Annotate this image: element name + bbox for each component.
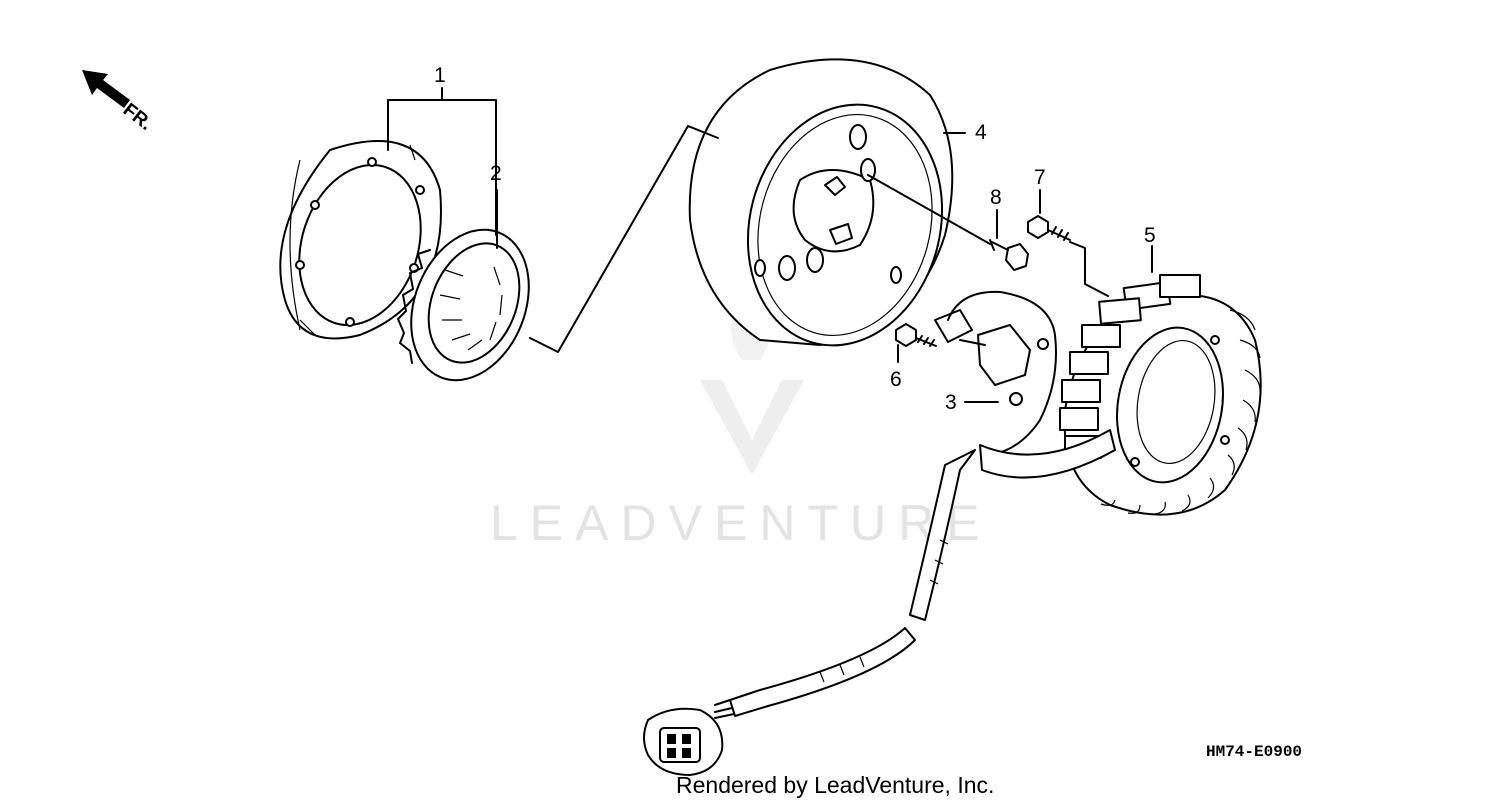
footer-credit: Rendered by LeadVenture, Inc. bbox=[676, 772, 994, 798]
part-6-bolt bbox=[895, 323, 937, 347]
front-direction-indicator: FR. bbox=[82, 70, 156, 135]
watermark-text: LEADVENTURE bbox=[490, 495, 992, 551]
part-8-bolt bbox=[989, 239, 1029, 271]
wire-harness bbox=[714, 429, 1116, 719]
callout-7: 7 bbox=[1034, 166, 1046, 189]
part-3-pulse-generator bbox=[934, 290, 1057, 456]
part-4-flywheel bbox=[688, 58, 954, 347]
connector bbox=[643, 707, 724, 776]
part-7-bolt bbox=[1027, 215, 1071, 241]
part-2-one-way-clutch bbox=[397, 228, 530, 382]
diagram-code: HM74-E0900 bbox=[1206, 743, 1302, 761]
part-1-clutch-outer bbox=[279, 140, 442, 340]
callout-2: 2 bbox=[490, 162, 502, 185]
callout-8: 8 bbox=[990, 186, 1002, 209]
callout-3: 3 bbox=[945, 391, 957, 414]
callout-6: 6 bbox=[890, 368, 902, 391]
callout-5: 5 bbox=[1144, 224, 1156, 247]
watermark: LEADVENTURE bbox=[490, 285, 992, 551]
callout-1: 1 bbox=[434, 64, 446, 87]
watermark-logo-icon bbox=[700, 380, 804, 475]
front-arrow-icon bbox=[82, 70, 130, 108]
callout-labels: 1 2 3 4 5 6 7 8 bbox=[434, 64, 1156, 414]
part-5-stator bbox=[1059, 274, 1262, 516]
leader-lines bbox=[387, 87, 1153, 403]
callout-4: 4 bbox=[975, 121, 987, 144]
